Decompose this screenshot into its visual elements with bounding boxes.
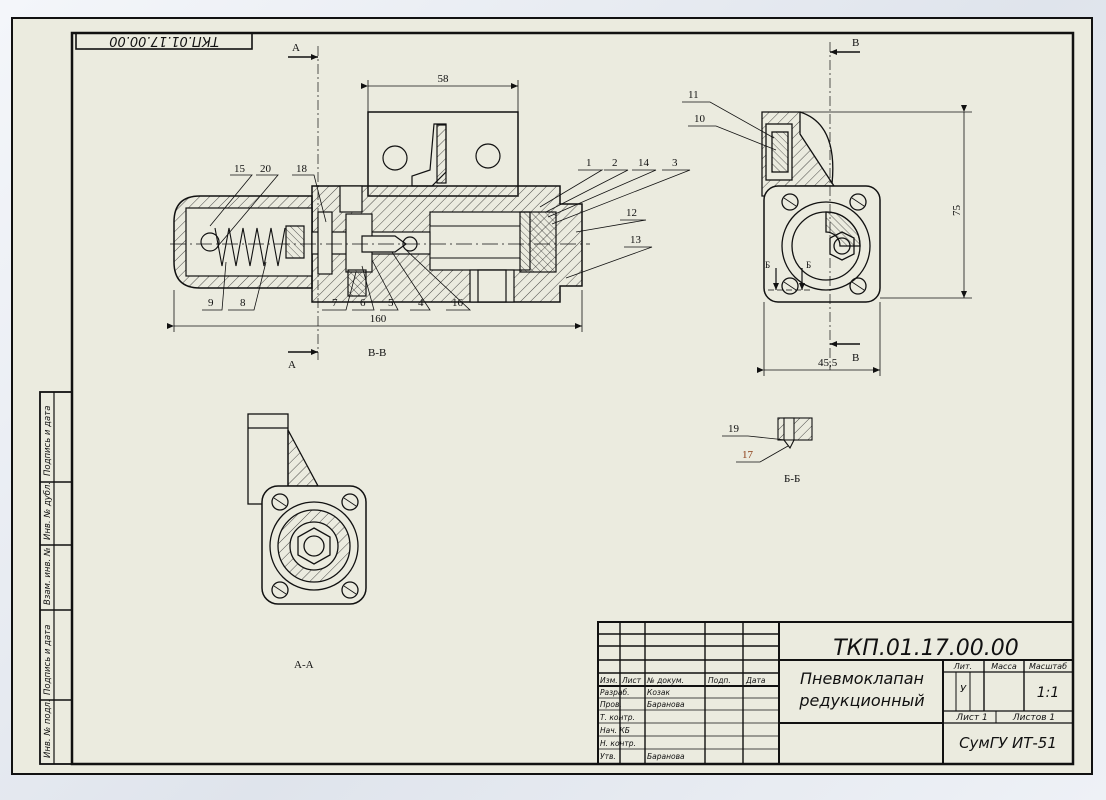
stamp-name: Баранова: [647, 752, 685, 761]
section-aa-label: А-А: [294, 659, 314, 671]
cut-v-label-top: В: [852, 37, 859, 49]
letter-value: У: [960, 684, 967, 695]
header-scale: Масштаб: [1029, 662, 1067, 671]
dimension-160-label: 160: [370, 313, 387, 325]
stamp-role: Нач. КБ: [600, 726, 630, 735]
callout-10: 10: [694, 113, 706, 125]
dimension-160: [167, 290, 583, 332]
dimension-75: [800, 105, 972, 299]
cut-b-label-right: Б: [806, 260, 811, 270]
dimension-45-5-label: 45,5: [818, 357, 838, 369]
document-title-line1: Пневмоклапан: [800, 669, 924, 688]
header-date: Дата: [745, 676, 766, 685]
callout-18: 18: [296, 163, 308, 175]
section-aa-view: [247, 413, 367, 605]
stamp-name: Козак: [647, 688, 670, 697]
callout-16: 16: [452, 297, 464, 309]
callout-9: 9: [208, 297, 214, 309]
leader-lines-vv: [202, 169, 691, 311]
section-vv-label: В-В: [368, 347, 386, 359]
callout-3: 3: [672, 157, 678, 169]
stamp-role: Т. контр.: [600, 713, 635, 722]
header-list: Лист: [621, 676, 642, 685]
side-view: [761, 111, 881, 303]
document-code: ТКП.01.17.00.00: [833, 636, 1019, 661]
header-izm: Изм.: [600, 676, 618, 685]
side-strip-cell: Взам. инв. №: [43, 547, 53, 605]
title-block: [597, 621, 1074, 765]
header-sign: Подп.: [708, 676, 731, 685]
sheet-label: Лист 1: [955, 713, 987, 723]
callout-2: 2: [612, 157, 618, 169]
header-lit: Лит.: [953, 662, 972, 671]
side-strip: Инв. № подл. Подпись и дата Взам. инв. №…: [39, 391, 73, 765]
dimension-75-label: 75: [951, 205, 963, 217]
dimension-45-5: [757, 302, 881, 376]
callout-7: 7: [332, 297, 338, 309]
section-b2-view: [722, 417, 813, 463]
code-rotated-text: ТКП.01.17.00.00: [109, 33, 219, 48]
sheets-label: Листов 1: [1012, 713, 1055, 723]
stamp-name: Баранова: [647, 700, 685, 709]
callout-5: 5: [388, 297, 394, 309]
callout-6: 6: [360, 297, 366, 309]
dimension-58: [361, 80, 519, 112]
cut-a-label-top: А: [292, 42, 300, 54]
side-strip-cell: Инв. № дубл.: [43, 482, 53, 540]
stamp-role: Н. контр.: [600, 739, 636, 748]
cut-a-label-bottom: А: [288, 359, 296, 371]
cut-b-label-left: Б: [765, 260, 770, 270]
callout-4: 4: [418, 297, 424, 309]
section-vv-view: [170, 111, 590, 303]
stamp-role: Разраб.: [600, 688, 629, 697]
cut-line-v: [829, 42, 860, 370]
organization: СумГУ ИТ-51: [959, 734, 1057, 752]
side-strip-cell: Подпись и дата: [43, 406, 53, 476]
paper: [11, 17, 1093, 775]
header-doc-no: № докум.: [646, 676, 684, 685]
callout-15: 15: [234, 163, 246, 175]
callout-12: 12: [626, 207, 637, 219]
scale-value: 1:1: [1037, 685, 1060, 701]
cut-line-a: [288, 46, 319, 360]
stamp-role: Пров.: [600, 700, 622, 709]
code-box-rotated: ТКП.01.17.00.00: [75, 32, 253, 50]
leader-lines-side: [682, 101, 777, 151]
dimension-58-label: 58: [438, 73, 450, 85]
callout-8: 8: [240, 297, 246, 309]
cut-line-b: [768, 268, 812, 291]
callout-11: 11: [688, 89, 699, 101]
callout-1: 1: [586, 157, 592, 169]
cut-v-label-bottom: В: [852, 352, 859, 364]
callout-14: 14: [638, 157, 650, 169]
callout-19: 19: [728, 423, 740, 435]
callout-13: 13: [630, 234, 642, 246]
side-strip-cell: Инв. № подл.: [43, 699, 53, 758]
stamp-role: Утв.: [600, 752, 616, 761]
header-mass: Масса: [991, 662, 1017, 671]
side-strip-cell: Подпись и дата: [43, 625, 53, 695]
callout-17: 17: [742, 449, 754, 461]
section-b2-label: Б-Б: [784, 473, 800, 485]
callout-20: 20: [260, 163, 272, 175]
document-title-line2: редукционный: [798, 691, 924, 710]
